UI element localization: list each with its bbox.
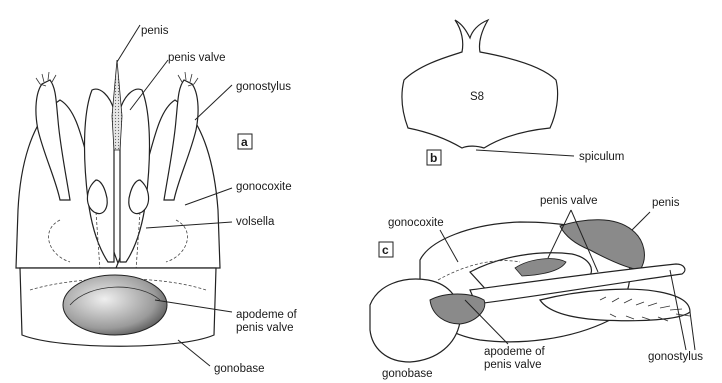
leader-a-penis-valve	[130, 60, 168, 110]
label-a-gonocoxite: gonocoxite	[236, 181, 292, 193]
label-a-gonostylus: gonostylus	[236, 81, 291, 93]
label-c-apodeme-2: penis valve	[484, 359, 542, 371]
leader-a-gonostylus	[195, 85, 232, 120]
panel-tag-c: c	[382, 243, 389, 257]
panel-c: penis valve penis gonocoxite gonobase ap…	[370, 195, 703, 380]
leader-b-spiculum	[476, 150, 574, 156]
label-c-gonocoxite: gonocoxite	[388, 217, 444, 229]
label-b-s8: S8	[470, 91, 484, 103]
label-c-penis-valve: penis valve	[540, 195, 598, 207]
label-a-penis: penis	[141, 25, 169, 37]
penis-shape	[112, 60, 122, 150]
leader-c-penis	[632, 212, 650, 230]
label-c-gonobase: gonobase	[382, 368, 433, 380]
label-a-gonobase: gonobase	[214, 363, 265, 375]
label-c-penis: penis	[652, 197, 680, 209]
label-a-penis-valve: penis valve	[168, 52, 226, 64]
apodeme-shape-a	[63, 275, 167, 335]
leader-c-gonostylus-2	[690, 312, 695, 350]
leader-a-gonobase	[178, 340, 210, 366]
leader-a-penis	[117, 25, 140, 62]
label-a-apodeme-1: apodeme of	[236, 309, 298, 321]
panel-tag-a: a	[241, 135, 248, 149]
label-a-volsella: volsella	[236, 216, 275, 228]
label-c-apodeme-1: apodeme of	[484, 346, 546, 358]
label-c-gonostylus: gonostylus	[648, 351, 703, 363]
panel-b: S8 spiculum b	[402, 20, 624, 165]
label-b-spiculum: spiculum	[579, 151, 624, 163]
label-a-apodeme-2: penis valve	[236, 322, 294, 334]
panel-a: penis penis valve gonostylus gonocoxite …	[16, 25, 298, 375]
panel-tag-b: b	[430, 151, 437, 165]
sternite-s8-shape	[402, 20, 558, 148]
